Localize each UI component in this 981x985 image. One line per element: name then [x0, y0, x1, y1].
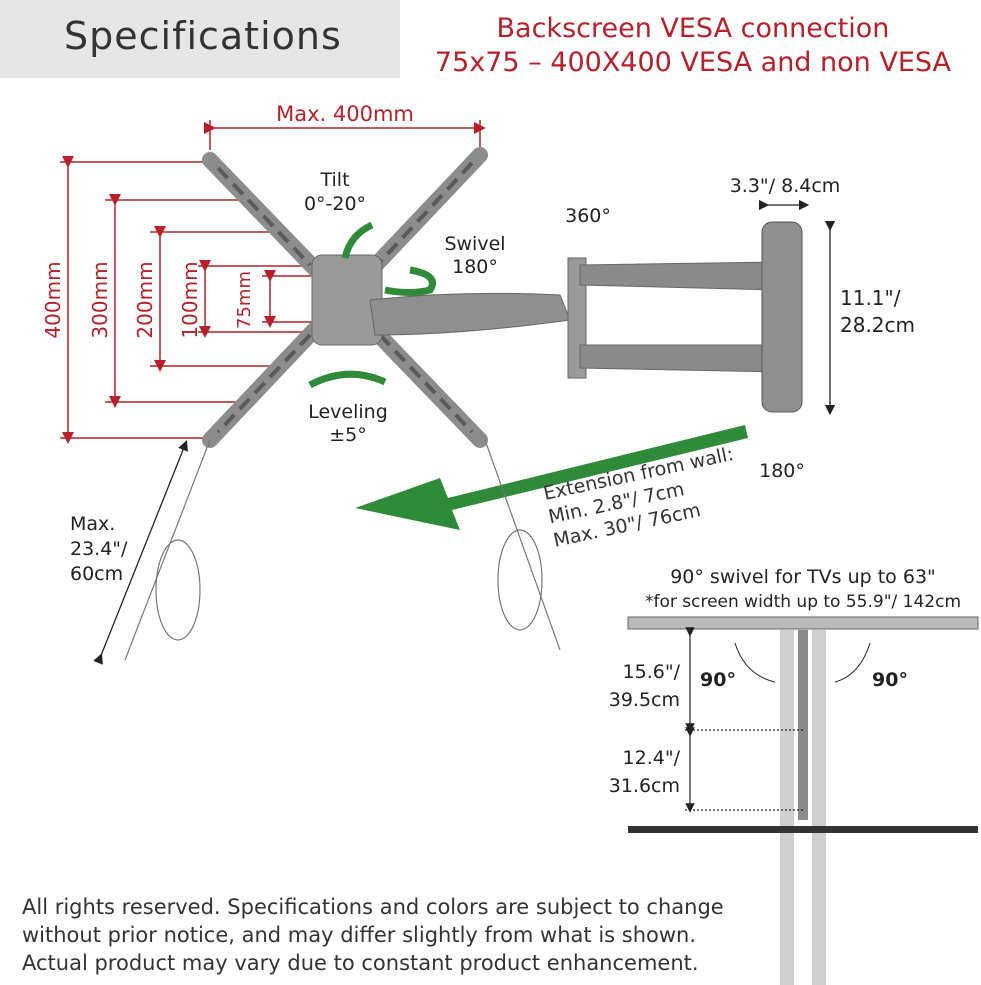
swivel-value: 180°	[452, 256, 498, 278]
height-100-label: 100mm	[178, 261, 202, 338]
page-title: Specifications	[64, 14, 342, 58]
vesa-line-1: Backscreen VESA connection	[496, 13, 890, 44]
tv-left-edge	[780, 630, 794, 985]
tv-right-edge	[812, 630, 826, 985]
wall-plate-height-label-1: 11.1"/	[840, 286, 901, 310]
tilt-value: 0°-20°	[304, 193, 366, 215]
height-300-label: 300mm	[88, 261, 112, 338]
header-box	[0, 0, 400, 78]
arm-top-view	[798, 630, 808, 820]
extension-arrow-icon	[355, 425, 748, 530]
cable-label-2: 23.4"/	[70, 538, 128, 560]
wall-swivel-label: 180°	[759, 460, 805, 482]
swivel-dimension-lines	[685, 627, 805, 813]
vesa-info: Backscreen VESA connection 75x75 – 400X4…	[435, 12, 951, 80]
arm-lower	[369, 292, 571, 336]
disclaimer-line-3: Actual product may vary due to constant …	[22, 951, 699, 975]
leveling-label: Leveling	[308, 401, 388, 423]
green-arrows	[308, 221, 436, 389]
arm-upper-bottom	[579, 344, 781, 373]
distance-2-label-b: 31.6cm	[609, 775, 680, 797]
swivel-label: Swivel	[444, 233, 505, 255]
wall-section	[627, 616, 979, 630]
safety-cables	[124, 439, 561, 661]
cable-label-3: 60cm	[70, 563, 123, 585]
leveling-arrow-icon	[308, 370, 387, 389]
distance-2-label-a: 12.4"/	[623, 747, 681, 769]
max-width-label: Max. 400mm	[276, 102, 414, 126]
cable-length-line	[93, 440, 188, 665]
tilt-label: Tilt	[319, 169, 349, 191]
height-75-label: 75mm	[234, 271, 255, 329]
vesa-dimension-lines	[60, 120, 486, 444]
cable-label-1: Max.	[70, 513, 115, 535]
tilt-arrow-icon	[341, 221, 374, 259]
distance-1-label-a: 15.6"/	[623, 661, 681, 683]
height-400-label: 400mm	[41, 261, 65, 338]
vesa-line-2: 75x75 – 400X400 VESA and non VESA	[434, 47, 951, 78]
left-90-arc-icon	[734, 642, 776, 683]
bracket-slots	[216, 161, 474, 434]
right-angle-label: 90°	[872, 669, 908, 691]
rotate-360-label: 360°	[565, 205, 611, 227]
wall-plate	[761, 221, 803, 413]
swivel-detail-note: *for screen width up to 55.9"/ 142cm	[645, 592, 961, 612]
wall-plate-width-label: 3.3"/ 8.4cm	[730, 175, 841, 197]
swivel-arrow-icon	[384, 266, 436, 296]
distance-1-label-b: 39.5cm	[609, 689, 680, 711]
left-angle-label: 90°	[700, 669, 736, 691]
wall-plate-height-label-2: 28.2cm	[840, 313, 915, 337]
right-90-arc-icon	[834, 642, 871, 683]
disclaimer: All rights reserved. Specifications and …	[22, 893, 724, 977]
disclaimer-line-2: without prior notice, and may differ sli…	[22, 923, 697, 947]
tv-top-view	[628, 826, 978, 833]
wall-plate-dimensions	[758, 199, 836, 416]
swivel-detail-title: 90° swivel for TVs up to 63"	[670, 566, 936, 588]
arm-upper-top	[579, 261, 781, 291]
height-200-label: 200mm	[133, 261, 157, 338]
leveling-value: ±5°	[329, 424, 367, 446]
disclaimer-line-1: All rights reserved. Specifications and …	[22, 895, 724, 919]
